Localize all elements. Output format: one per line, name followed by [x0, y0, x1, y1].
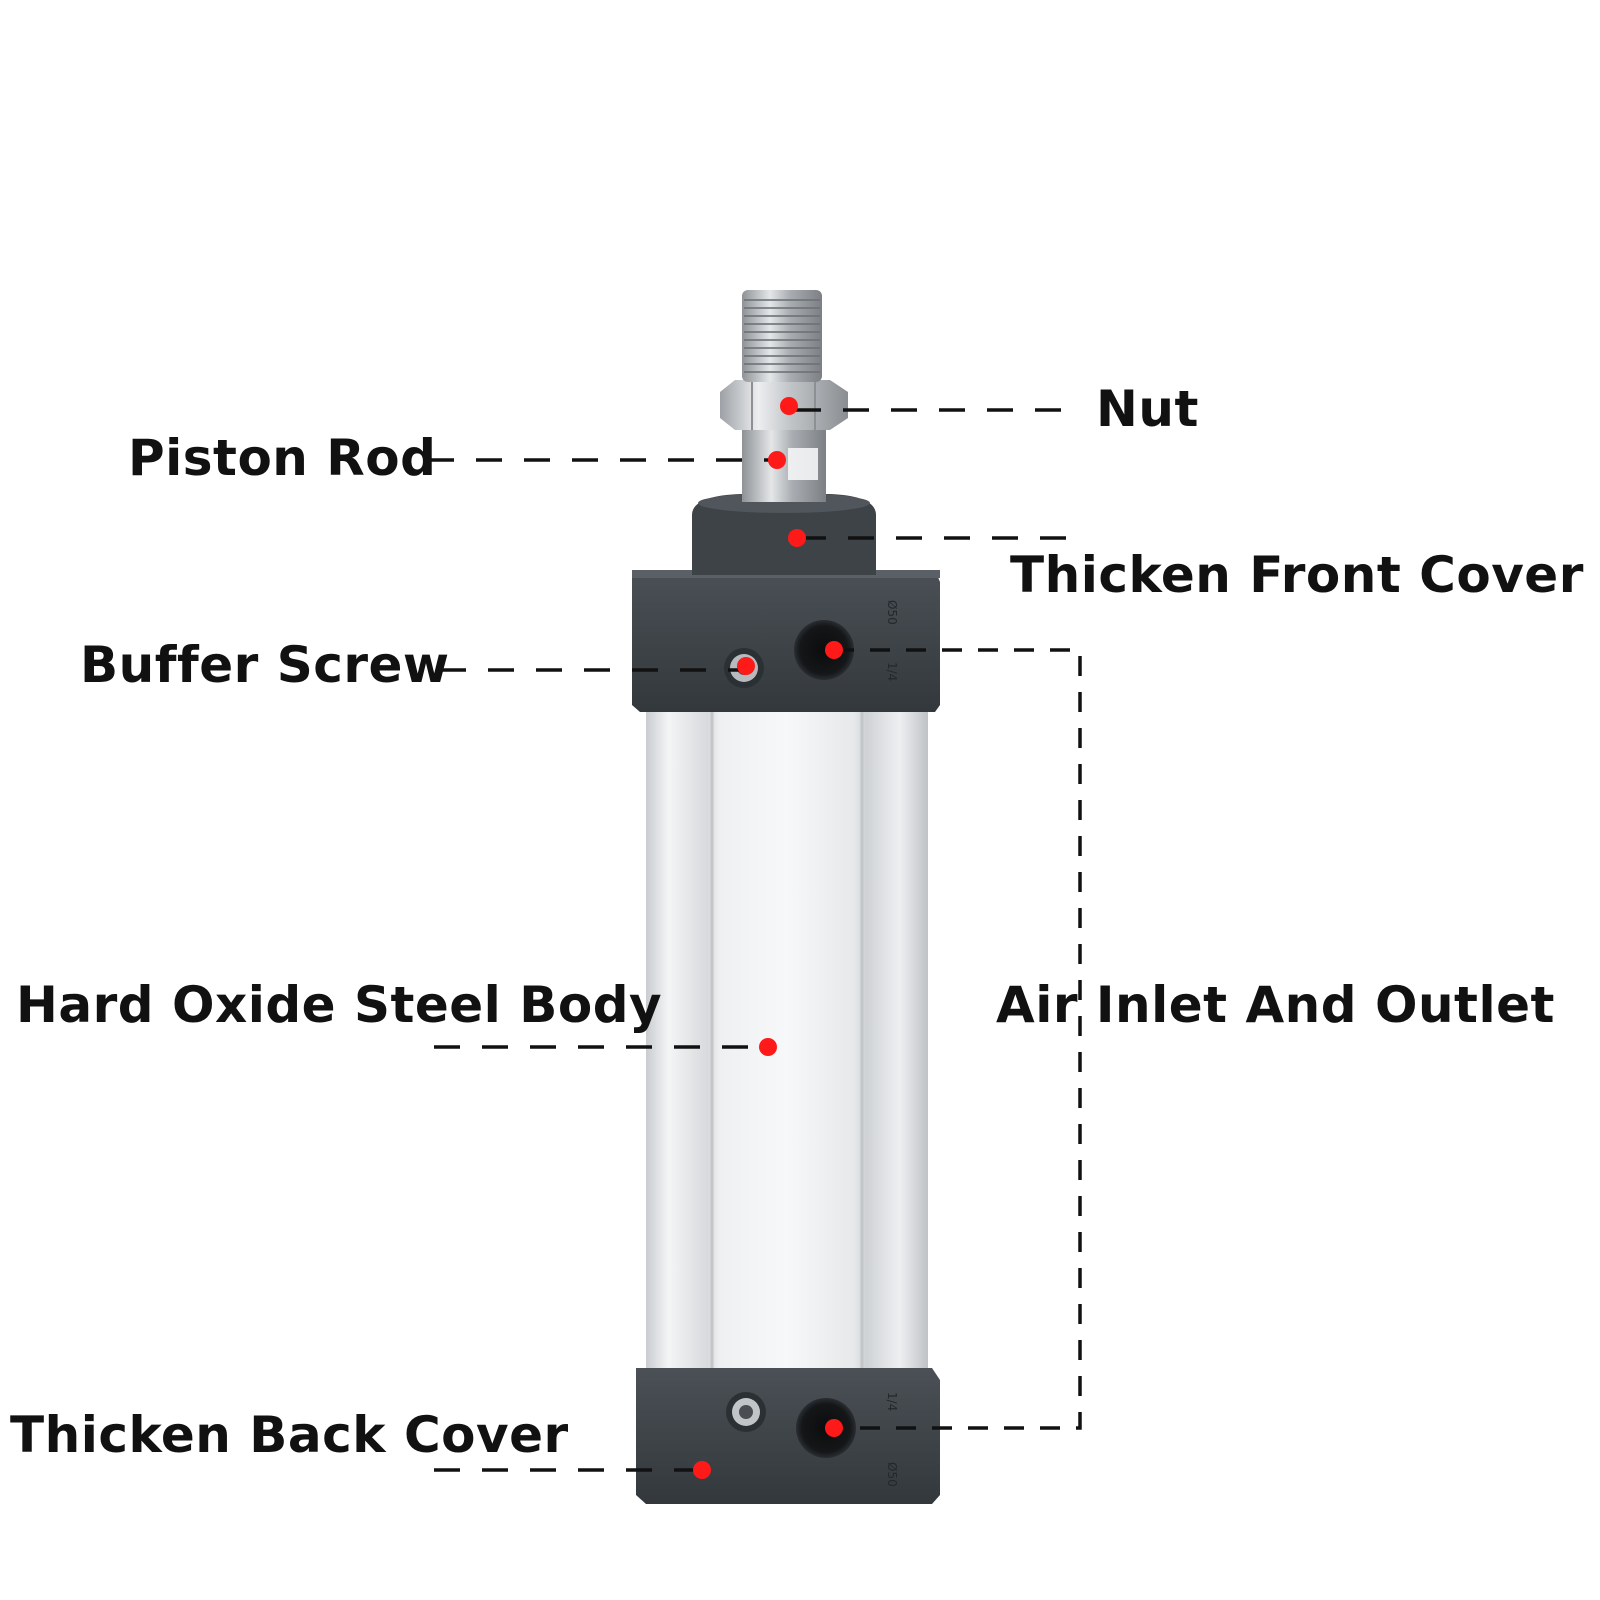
leader-air-port	[834, 648, 1082, 1430]
svg-text:Ø50: Ø50	[885, 1462, 899, 1487]
label-back-cover: Thicken Back Cover	[10, 1406, 569, 1464]
label-nut: Nut	[1096, 380, 1199, 438]
front-boss	[692, 493, 876, 575]
front-air-port-icon	[794, 620, 854, 680]
svg-text:1/4: 1/4	[885, 1392, 899, 1411]
piston-rod	[742, 430, 826, 502]
back-buffer-screw-icon	[726, 1392, 766, 1432]
label-buffer-screw: Buffer Screw	[80, 636, 450, 694]
marker-front-cover-dot	[788, 529, 806, 547]
marker-buffer-screw-dot	[737, 657, 755, 675]
threaded-rod-end	[742, 290, 822, 382]
label-piston-rod: Piston Rod	[128, 429, 437, 487]
barrel	[646, 712, 928, 1374]
svg-text:1/4: 1/4	[885, 662, 899, 681]
marker-front-port-dot	[825, 641, 843, 659]
marker-steel-body-dot	[759, 1038, 777, 1056]
marker-piston-rod-dot	[768, 451, 786, 469]
label-air-port: Air Inlet And Outlet	[996, 976, 1555, 1034]
markers	[693, 397, 843, 1479]
marker-nut-dot	[780, 397, 798, 415]
front-cover: Ø50 1/4	[632, 570, 940, 712]
svg-text:Ø50: Ø50	[885, 600, 899, 625]
leader-lines	[428, 408, 1082, 1472]
back-cover: 1/4 Ø50	[636, 1368, 940, 1504]
label-steel-body: Hard Oxide Steel Body	[16, 976, 663, 1034]
label-front-cover: Thicken Front Cover	[1010, 546, 1584, 604]
marker-back-port-dot	[825, 1419, 843, 1437]
marker-back-cover-dot	[693, 1461, 711, 1479]
